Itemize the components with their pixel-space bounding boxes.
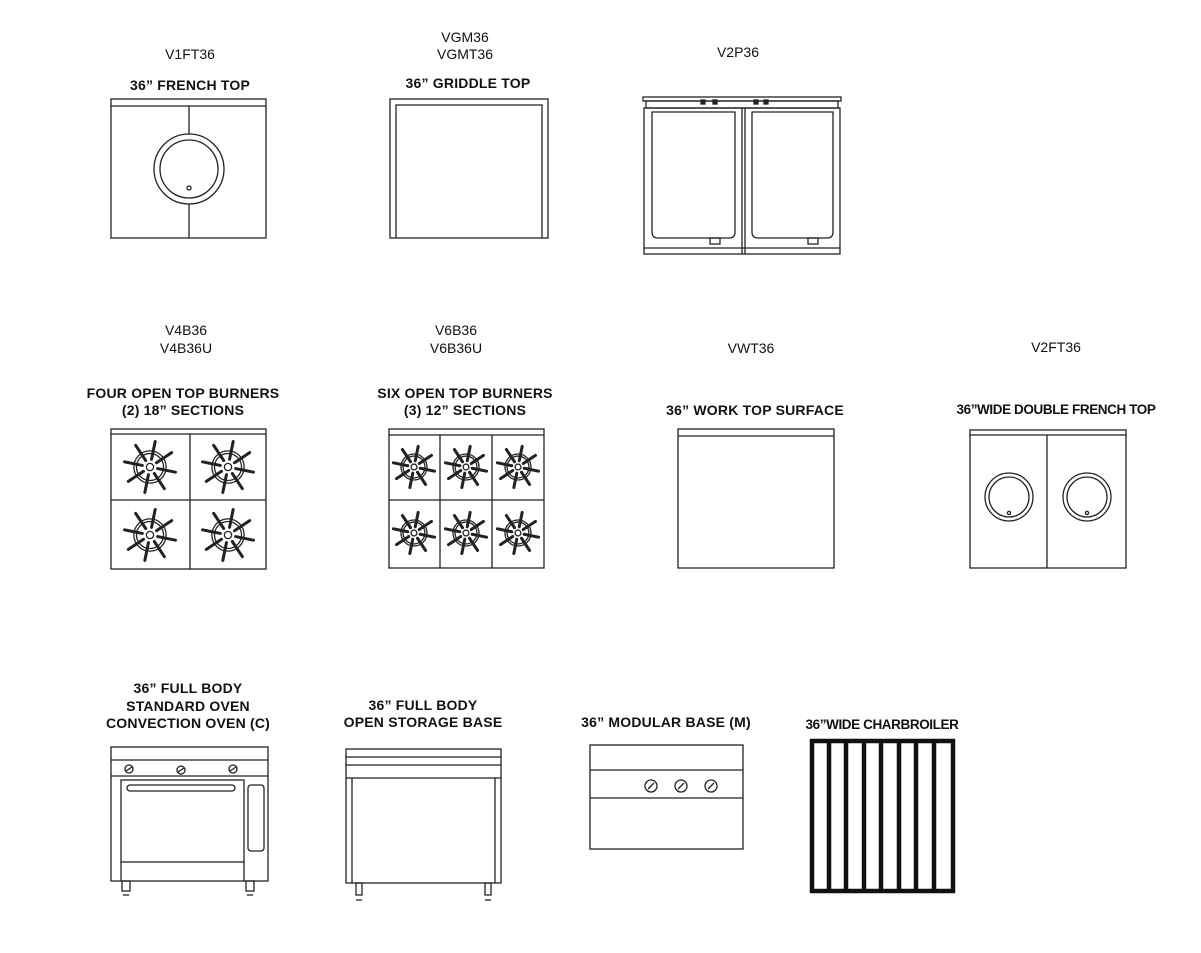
double-french-top-drawing xyxy=(969,429,1127,569)
desc-label-six-burners-sections: (3) 12” SECTIONS xyxy=(403,402,527,418)
desc-label-four-burners: FOUR OPEN TOP BURNERS xyxy=(86,385,280,401)
model-label-v4b36u: V4B36U xyxy=(159,340,213,356)
desc-label-full-body-storage: 36” FULL BODY xyxy=(368,697,478,713)
desc-label-double-french-top: 36”WIDE DOUBLE FRENCH TOP xyxy=(956,402,1156,417)
burner-grate-icon xyxy=(495,444,541,490)
model-label-v4b36: V4B36 xyxy=(164,322,208,338)
burner-grate-icon xyxy=(495,510,541,556)
desc-label-six-burners: SIX OPEN TOP BURNERS xyxy=(377,385,553,401)
storage-base-drawing xyxy=(345,748,502,901)
burner-grate-icon xyxy=(443,510,489,556)
desc-label-french-top: 36” FRENCH TOP xyxy=(129,77,250,93)
four-burners-drawing xyxy=(110,428,267,570)
modular-base-drawing xyxy=(589,744,744,850)
desc-label-standard-oven: STANDARD OVEN xyxy=(126,698,250,714)
model-label-v1ft36: V1FT36 xyxy=(165,46,215,62)
burner-grate-icon xyxy=(391,444,437,490)
model-label-vwt36: VWT36 xyxy=(727,340,775,356)
model-label-vgmt36: VGMT36 xyxy=(436,46,493,62)
v2p36-drawing xyxy=(642,96,842,255)
desc-label-full-body-oven: 36” FULL BODY xyxy=(133,680,243,696)
griddle-top-drawing xyxy=(389,98,549,239)
charbroiler-drawing xyxy=(809,738,956,894)
burner-grate-icon xyxy=(123,508,177,562)
burner-grate-icon xyxy=(123,440,177,494)
burner-grate-icon xyxy=(391,510,437,556)
desc-label-charbroiler: 36”WIDE CHARBROILER xyxy=(805,717,959,732)
model-label-vgm36: VGM36 xyxy=(441,29,489,45)
desc-label-work-top: 36” WORK TOP SURFACE xyxy=(666,402,844,418)
desc-label-open-storage-base: OPEN STORAGE BASE xyxy=(343,714,503,730)
model-label-v2ft36: V2FT36 xyxy=(1031,339,1081,355)
desc-label-griddle-top: 36” GRIDDLE TOP xyxy=(405,75,531,91)
burner-grate-icon xyxy=(201,508,255,562)
work-top-drawing xyxy=(677,428,835,569)
model-label-v2p36: V2P36 xyxy=(716,44,760,60)
burner-grate-icon xyxy=(201,440,255,494)
desc-label-convection-oven: CONVECTION OVEN (C) xyxy=(105,715,271,731)
oven-drawing xyxy=(110,746,269,896)
model-label-v6b36: V6B36 xyxy=(434,322,478,338)
desc-label-four-burners-sections: (2) 18” SECTIONS xyxy=(121,402,245,418)
model-label-v6b36u: V6B36U xyxy=(429,340,483,356)
burner-grate-icon xyxy=(443,444,489,490)
desc-label-modular-base: 36” MODULAR BASE (M) xyxy=(581,714,751,730)
six-burners-drawing xyxy=(388,428,545,569)
french-top-drawing xyxy=(110,98,267,239)
